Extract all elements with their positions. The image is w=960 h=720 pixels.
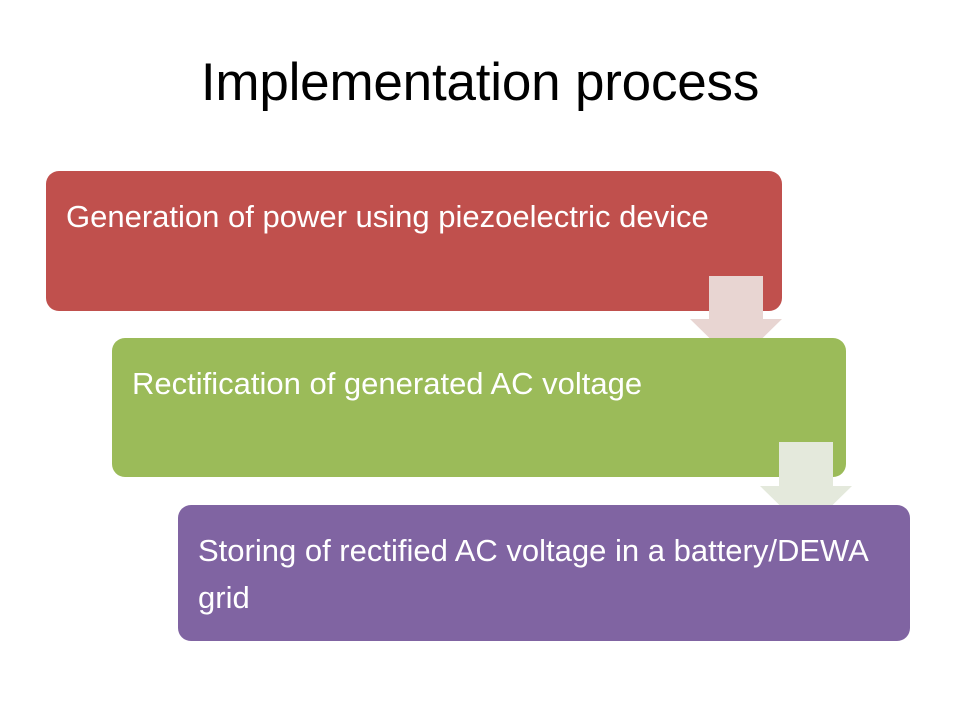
process-step-rectification-label: Rectification of generated AC voltage <box>132 366 643 401</box>
process-step-rectification[interactable]: Rectification of generated AC voltage <box>112 338 846 477</box>
down-arrow-icon <box>760 442 852 531</box>
process-step-storing-label: Storing of rectified AC voltage in a bat… <box>198 533 868 615</box>
process-step-generation-label: Generation of power using piezoelectric … <box>66 199 709 234</box>
process-step-storing[interactable]: Storing of rectified AC voltage in a bat… <box>178 505 910 641</box>
down-arrow-icon <box>690 276 782 364</box>
page-title: Implementation process <box>200 53 760 112</box>
process-step-generation[interactable]: Generation of power using piezoelectric … <box>46 171 782 311</box>
